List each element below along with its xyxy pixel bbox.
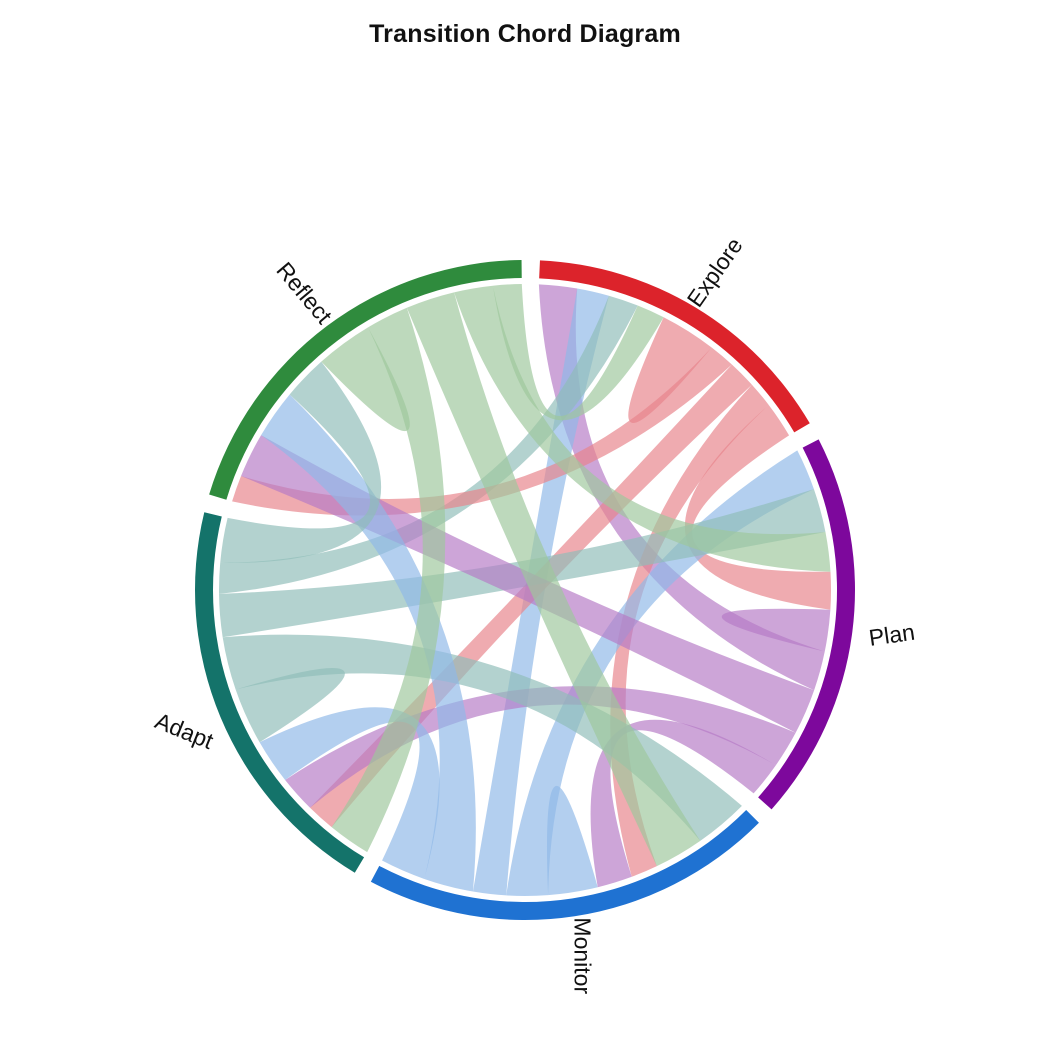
chord-ribbon-explore-to-plan[interactable] [684,405,831,610]
sector-label-explore: Explore [682,233,748,312]
chord-ribbon-self-reflect[interactable] [321,327,410,432]
chord-ribbon-reflect-to-plan[interactable] [454,285,831,572]
chord-arc-plan[interactable] [758,439,855,810]
arcs-layer [194,260,855,921]
chord-ribbon-adapt-to-explore[interactable] [218,295,638,594]
chord-arc-adapt[interactable] [194,512,365,873]
chord-arc-reflect[interactable] [209,260,522,500]
chord-ribbon-reflect-to-adapt[interactable] [331,307,446,853]
chord-ribbon-self-explore[interactable] [628,317,712,424]
sector-label-plan: Plan [867,619,916,651]
chord-ribbon-adapt-to-monitor[interactable] [222,634,742,841]
chord-ribbon-explore-to-reflect[interactable] [232,347,732,516]
chord-ribbon-monitor-to-adapt[interactable] [259,707,440,879]
chord-ribbon-self-plan[interactable] [721,608,831,652]
chord-ribbon-plan-to-monitor[interactable] [590,719,776,888]
sector-label-adapt: Adapt [152,707,218,754]
page-title: Transition Chord Diagram [369,20,681,48]
chord-arc-monitor[interactable] [370,810,759,921]
ribbons-layer [218,284,831,896]
sector-label-monitor: Monitor [570,917,596,994]
chord-arc-explore[interactable] [539,260,810,433]
sector-label-reflect: Reflect [271,257,337,329]
chord-ribbon-monitor-to-plan[interactable] [506,450,814,896]
chord-ribbon-self-adapt[interactable] [235,667,345,743]
chord-ribbon-explore-to-monitor[interactable] [610,384,769,877]
chord-ribbon-adapt-to-reflect[interactable] [220,361,382,563]
chord-ribbon-self-monitor[interactable] [546,785,598,896]
chord-ribbon-reflect-to-monitor[interactable] [406,292,701,867]
chord-ribbon-reflect-to-explore[interactable] [492,284,664,421]
